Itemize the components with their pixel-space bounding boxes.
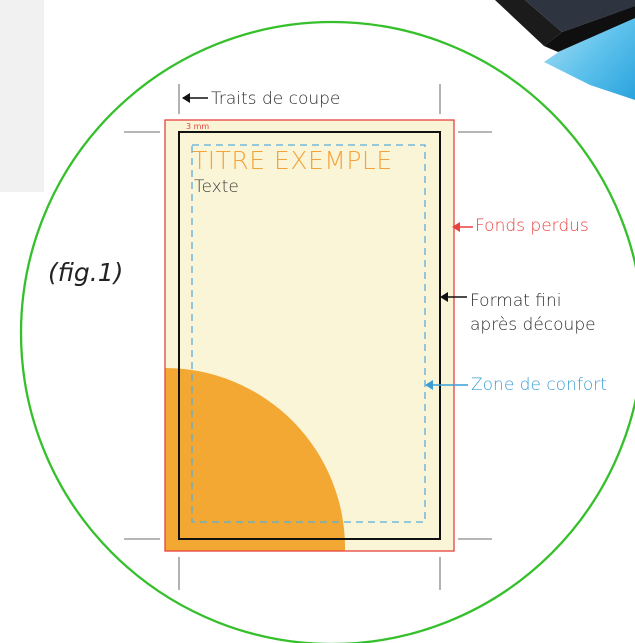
frame-image-corner (495, 0, 635, 100)
card-title: TITRE EXEMPLE (192, 146, 393, 175)
safe-zone-label: Zone de confort (471, 375, 607, 395)
finished-format-label-line1: Format fini (470, 291, 562, 311)
finished-format-outline (178, 131, 441, 540)
safe-zone-outline (191, 144, 426, 523)
grey-side-panel (0, 0, 44, 192)
finished-format-label: Format fini après découpe (470, 289, 596, 337)
crop-marks-label: Traits de coupe (211, 89, 341, 109)
outline-circle (19, 20, 635, 643)
bleed-label: Fonds perdus (475, 216, 589, 236)
margin-size-label: 3 mm (186, 122, 210, 131)
finished-format-label-line2: après découpe (470, 315, 596, 335)
figure-label: (fig.1) (48, 258, 124, 287)
card-body-text: Texte (194, 177, 239, 197)
arrow-crop-marks (182, 93, 208, 103)
crop-marks (124, 84, 492, 590)
arrow-bleed (452, 222, 473, 232)
bleed-outline (164, 119, 455, 552)
arrow-safe-zone (425, 380, 468, 390)
orange-quarter-circle (165, 368, 346, 551)
arrow-finished-format (440, 292, 467, 302)
